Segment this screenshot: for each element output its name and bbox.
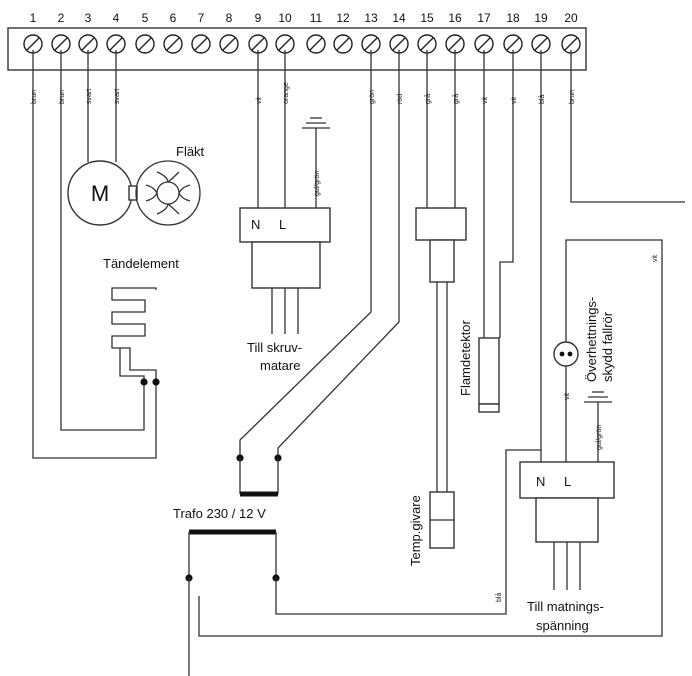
wire-t1 xyxy=(32,50,157,459)
supply-label-1: Till matnings- xyxy=(527,599,604,614)
wire-t14 xyxy=(277,50,400,458)
wire-t13 xyxy=(239,50,372,458)
terminal-number-4: 4 xyxy=(113,11,120,25)
svg-text:grön: grön xyxy=(369,90,376,104)
flame-detector-probe xyxy=(478,337,500,405)
terminal-slot-5 xyxy=(138,37,152,51)
terminal-slot-12 xyxy=(336,37,350,51)
svg-text:svart: svart xyxy=(114,89,121,104)
terminal-number-9: 9 xyxy=(255,11,262,25)
terminal-number-8: 8 xyxy=(226,11,233,25)
transformer-label: Trafo 230 / 12 V xyxy=(173,506,266,521)
wire-t20 xyxy=(570,50,685,203)
terminal-slot-4 xyxy=(109,37,123,51)
temp-sensor-label: Temp.givare xyxy=(408,495,423,566)
wire-right-return xyxy=(198,239,663,637)
flame-connector xyxy=(415,207,467,241)
svg-text:brun: brun xyxy=(569,90,576,104)
wire-t2 xyxy=(60,50,145,431)
svg-text:svart: svart xyxy=(86,89,93,104)
terminal-slot-19 xyxy=(534,37,548,51)
fan-label: Fläkt xyxy=(176,144,205,159)
screw-feeder-l: L xyxy=(279,217,286,232)
terminal-number-12: 12 xyxy=(336,11,350,25)
terminal-number-13: 13 xyxy=(364,11,378,25)
svg-text:gul/grön: gul/grön xyxy=(314,171,321,196)
terminal-number-15: 15 xyxy=(420,11,434,25)
svg-text:vit: vit xyxy=(511,97,518,104)
screw-feeder-label-1: Till skruv- xyxy=(247,340,302,355)
svg-text:grå: grå xyxy=(424,94,432,104)
terminal-number-20: 20 xyxy=(564,11,578,25)
svg-text:grå: grå xyxy=(452,94,460,104)
svg-text:vit: vit xyxy=(652,255,659,262)
terminal-number-1: 1 xyxy=(30,11,37,25)
wire-trafo-return xyxy=(275,449,541,615)
terminal-number-7: 7 xyxy=(198,11,205,25)
terminal-number-11: 11 xyxy=(310,11,323,25)
terminal-number-17: 17 xyxy=(477,11,491,25)
igniter-element xyxy=(111,287,157,382)
terminal-slot-13 xyxy=(364,37,378,51)
svg-text:orange: orange xyxy=(283,82,290,104)
motor-symbol: M xyxy=(91,181,109,206)
terminal-number-3: 3 xyxy=(85,11,92,25)
terminal-slot-16 xyxy=(448,37,462,51)
terminal-slot-15 xyxy=(420,37,434,51)
terminal-slot-18 xyxy=(506,37,520,51)
terminal-number-16: 16 xyxy=(448,11,462,25)
flame-detector-label: Flamdetektor xyxy=(458,319,473,396)
screw-feeder-n: N xyxy=(251,217,260,232)
supply-connector xyxy=(519,461,615,499)
supply-label-2: spänning xyxy=(536,618,589,633)
svg-text:blå: blå xyxy=(538,95,546,104)
terminal-slot-9 xyxy=(251,37,265,51)
terminal-slot-7 xyxy=(194,37,208,51)
igniter-label: Tändelement xyxy=(103,256,179,271)
terminal-slot-1 xyxy=(26,37,40,51)
overheat-label-2: skydd fallrör xyxy=(600,311,615,382)
terminal-slot-2 xyxy=(54,37,68,51)
terminal-number-18: 18 xyxy=(506,11,520,25)
svg-text:vit: vit xyxy=(256,97,263,104)
terminal-number-10: 10 xyxy=(278,11,292,25)
svg-text:brun: brun xyxy=(31,90,38,104)
terminal-number-5: 5 xyxy=(142,11,149,25)
overheat-switch xyxy=(553,341,579,367)
fan-icon xyxy=(135,160,201,226)
supply-n: N xyxy=(536,474,545,489)
svg-text:brun: brun xyxy=(59,90,66,104)
terminal-number-6: 6 xyxy=(170,11,177,25)
svg-text:röd: röd xyxy=(397,94,404,104)
terminal-slot-14 xyxy=(392,37,406,51)
terminal-slot-3 xyxy=(81,37,95,51)
terminal-slot-8 xyxy=(222,37,236,51)
screw-feeder-label-2: matare xyxy=(260,358,300,373)
terminal-slot-6 xyxy=(166,37,180,51)
svg-text:vit: vit xyxy=(564,393,571,400)
terminal-number-2: 2 xyxy=(58,11,65,25)
svg-text:vit: vit xyxy=(482,97,489,104)
svg-text:blå: blå xyxy=(495,593,503,602)
terminal-number-14: 14 xyxy=(392,11,406,25)
svg-text:gul/grön: gul/grön xyxy=(596,425,603,450)
supply-l: L xyxy=(564,474,571,489)
terminal-slot-17 xyxy=(477,37,491,51)
wire-t18 xyxy=(499,50,514,338)
overheat-label-1: Överhettnings- xyxy=(584,297,599,382)
terminal-slot-10 xyxy=(278,37,292,51)
terminal-number-19: 19 xyxy=(534,11,548,25)
terminal-slot-20 xyxy=(564,37,578,51)
terminal-slot-11 xyxy=(309,37,323,51)
